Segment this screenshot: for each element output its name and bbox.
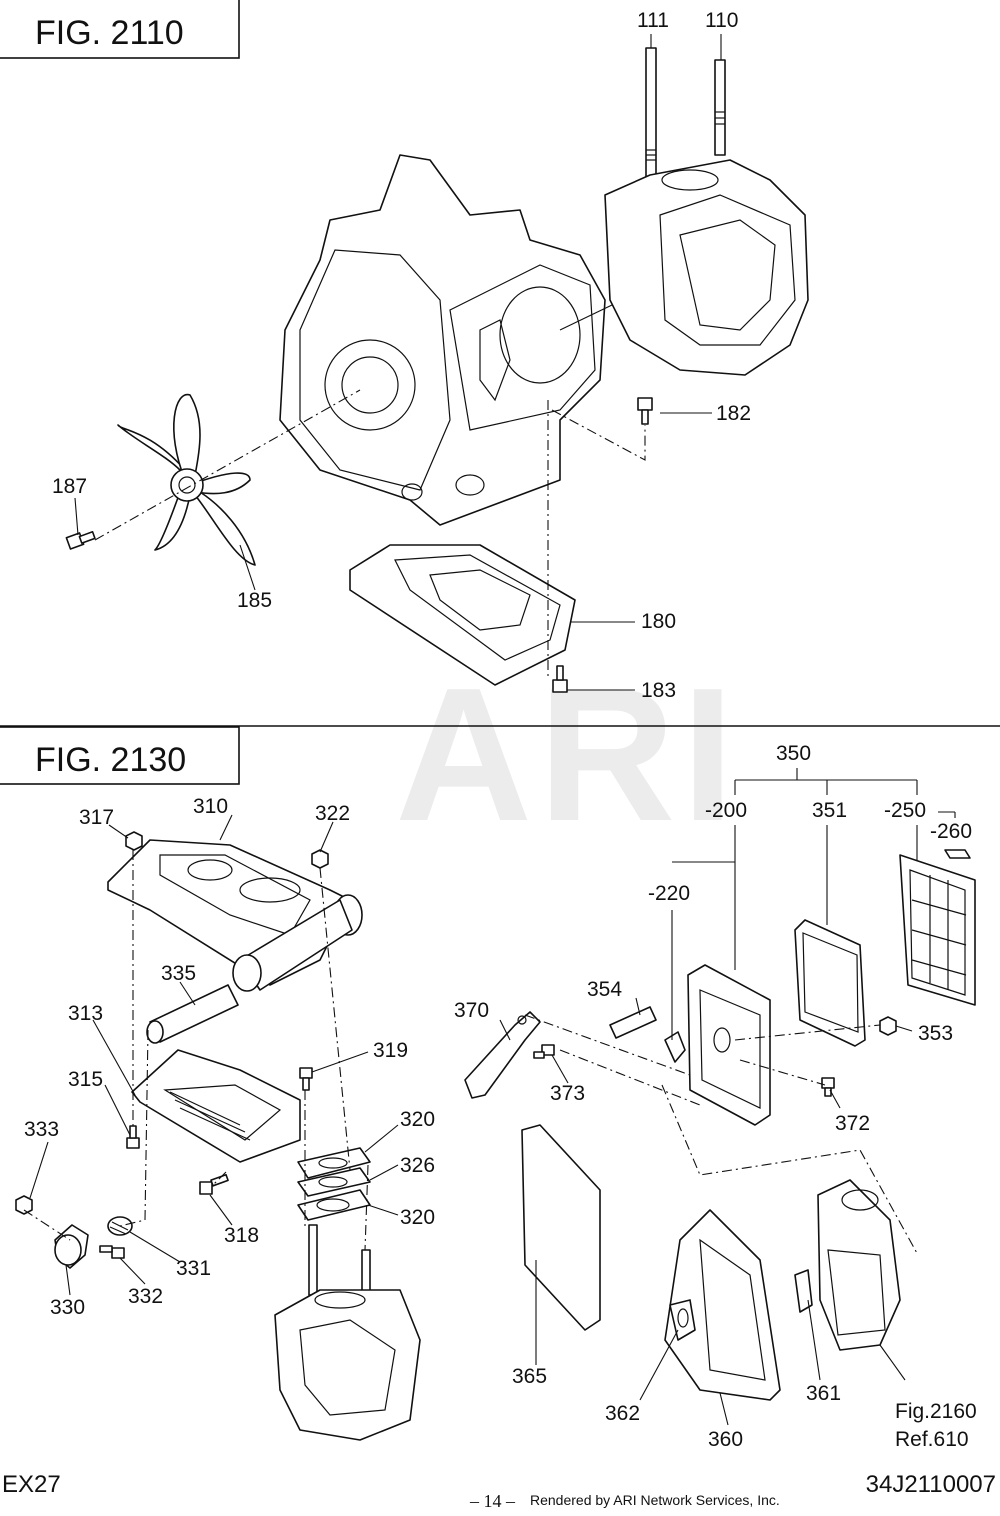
callout-332: 332: [128, 1285, 163, 1308]
callout-365: 365: [512, 1365, 547, 1388]
reference-fig-2160: Fig.2160: [895, 1400, 977, 1423]
callout-310: 310: [193, 795, 228, 818]
base-plate-180[interactable]: [349, 544, 576, 686]
bolt-318[interactable]: [199, 1173, 229, 1195]
callout-220: -220: [648, 882, 690, 905]
stud-110[interactable]: [714, 59, 726, 156]
bolt-183[interactable]: [552, 665, 568, 693]
reference-610: Ref.610: [895, 1428, 969, 1451]
bolt-373[interactable]: [533, 1044, 555, 1059]
fig-2130-title-box: [0, 726, 240, 785]
air-filter-element-351[interactable]: [794, 919, 866, 1047]
nut-333[interactable]: [15, 1195, 33, 1215]
spark-arrester-330[interactable]: [54, 1224, 89, 1269]
cooling-fan-185[interactable]: [117, 393, 256, 566]
air-intake-360[interactable]: [664, 1209, 781, 1401]
air-filter-cover-250[interactable]: [899, 854, 976, 1006]
nut-353[interactable]: [879, 1016, 897, 1036]
rendered-by-credit: Rendered by ARI Network Services, Inc.: [530, 1492, 780, 1508]
callout-318: 318: [224, 1224, 259, 1247]
nut-322[interactable]: [311, 849, 329, 869]
muffler-310[interactable]: [107, 839, 363, 992]
callout-322: 322: [315, 802, 350, 825]
callout-317: 317: [79, 806, 114, 829]
assembly-350-tree: [734, 768, 956, 818]
model-code: EX27: [2, 1471, 61, 1498]
callout-200: -200: [705, 799, 747, 822]
callout-260: -260: [930, 820, 972, 843]
pre-filter-365[interactable]: [521, 1124, 601, 1331]
callout-373: 373: [550, 1082, 585, 1105]
callout-350: 350: [776, 742, 811, 765]
label-260[interactable]: [944, 849, 971, 859]
callout-183: 183: [641, 679, 676, 702]
bolt-319[interactable]: [299, 1067, 313, 1091]
gasket-220[interactable]: [664, 1031, 686, 1063]
figure-2130: FIG. 2130: [0, 726, 977, 1451]
callout-320-lower: 320: [400, 1206, 435, 1229]
callout-187: 187: [52, 475, 87, 498]
carburetor-reference: [817, 1179, 901, 1351]
gasket-361[interactable]: [794, 1269, 813, 1313]
fig-2110-title-box: [0, 0, 240, 59]
bolt-315[interactable]: [126, 1125, 140, 1149]
bracket-370[interactable]: [464, 1011, 541, 1099]
callout-331: 331: [176, 1257, 211, 1280]
callout-351: 351: [812, 799, 847, 822]
callout-182: 182: [716, 402, 751, 425]
page-number: – 14 –: [469, 1491, 516, 1511]
callout-185: 185: [237, 589, 272, 612]
page-footer: EX27 – 14 – Rendered by ARI Network Serv…: [2, 1471, 996, 1511]
callout-333: 333: [24, 1118, 59, 1141]
callout-315: 315: [68, 1068, 103, 1091]
air-cleaner-case-200[interactable]: [687, 964, 771, 1126]
callout-362: 362: [605, 1402, 640, 1425]
callout-111: 111: [637, 9, 669, 32]
callout-353: 353: [918, 1022, 953, 1045]
callout-335: 335: [161, 962, 196, 985]
callout-354: 354: [587, 978, 622, 1001]
callout-313: 313: [68, 1002, 103, 1025]
cylinder-head[interactable]: [604, 159, 809, 376]
head-bolt-axis-line: [551, 409, 646, 461]
nut-317[interactable]: [125, 831, 143, 851]
callout-319: 319: [373, 1039, 408, 1062]
fig-2110-title: FIG. 2110: [35, 14, 184, 52]
callout-370: 370: [454, 999, 489, 1022]
cylinder-head-reference: [274, 1224, 421, 1441]
callout-250: -250: [884, 799, 926, 822]
callout-326: 326: [400, 1154, 435, 1177]
exhaust-pipe-335[interactable]: [146, 984, 239, 1044]
fig-2130-title: FIG. 2130: [35, 741, 186, 779]
callout-330: 330: [50, 1296, 85, 1319]
callout-110: 110: [705, 9, 738, 32]
breather-tube-354[interactable]: [609, 1006, 657, 1039]
bolt-187[interactable]: [65, 530, 96, 550]
engine-crankcase[interactable]: [279, 154, 606, 526]
document-code: 34J2110007: [866, 1471, 996, 1498]
callout-320-upper: 320: [400, 1108, 435, 1131]
callout-361: 361: [806, 1382, 841, 1405]
stud-111[interactable]: [645, 47, 657, 179]
callout-360: 360: [708, 1428, 743, 1451]
callout-180: 180: [641, 610, 676, 633]
heat-shield-313[interactable]: [131, 1049, 301, 1163]
figure-2110: FIG. 2110: [0, 0, 809, 702]
screw-332[interactable]: [99, 1245, 125, 1259]
bolt-182[interactable]: [637, 397, 653, 425]
callout-372: 372: [835, 1112, 870, 1135]
gasket-362[interactable]: [669, 1299, 696, 1341]
